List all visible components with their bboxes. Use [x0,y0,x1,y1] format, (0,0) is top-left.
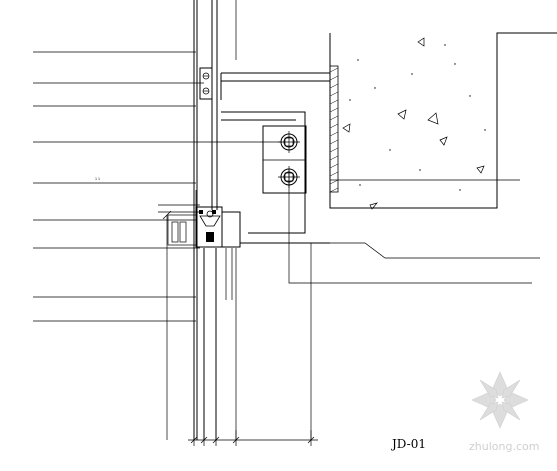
concrete-wall [329,32,557,210]
clip-body [199,67,213,100]
top-clip [199,67,213,100]
callout-group: 1 1 [33,51,282,322]
concrete-hatch [342,37,485,210]
bolt-icon [278,131,300,153]
embed-plate [329,65,339,193]
right-callout-leader-2 [330,242,540,259]
connector-plate [262,125,307,194]
bottom-dimension-chain [188,430,318,446]
joint-box-right [221,211,241,248]
bracket-frame-outer [221,111,306,234]
mullion-lines [193,0,312,440]
gasket [206,232,214,242]
bracket-assembly [220,72,330,244]
joint-box-left [167,214,197,246]
right-callout-leader-3 [288,170,532,284]
vertical-dimension [162,210,172,440]
wall-outline [329,32,557,209]
watermark-logo [471,371,529,429]
drawing-title: JD-01 [390,437,426,451]
joint-detail [158,190,241,248]
watermark-text: zhulong.com [469,440,539,453]
right-callout-group [288,170,540,284]
bolt-icon [278,166,300,188]
concrete-dots [349,44,486,191]
stray-mark: 1 1 [95,177,100,181]
